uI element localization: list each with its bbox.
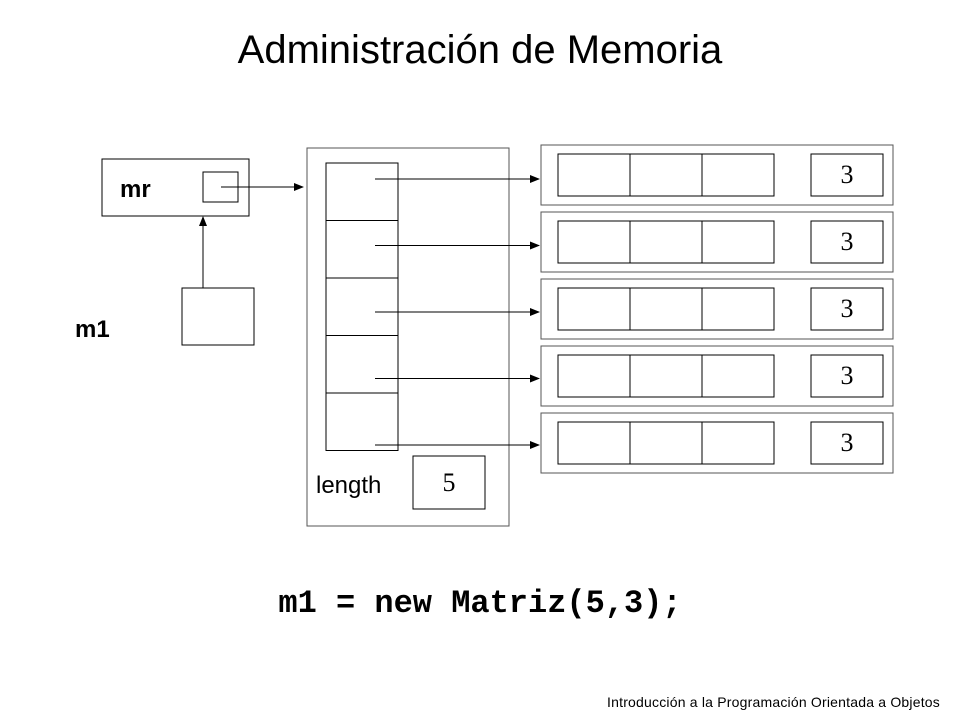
row-element-cell: [557, 421, 631, 465]
row-length-cell: [810, 287, 884, 331]
row-reference-cell: [325, 220, 399, 279]
m1-label: m1: [75, 316, 110, 343]
row-length-value: 3: [840, 361, 854, 390]
row-element-cell: [629, 287, 703, 331]
footer-caption: Introducción a la Programación Orientada…: [607, 694, 940, 710]
row-length-cell: [810, 354, 884, 398]
code-statement: m1 = new Matriz(5,3);: [278, 585, 682, 622]
mr-label: mr: [120, 176, 151, 203]
row-length-cell: [810, 421, 884, 465]
length-label: length: [316, 472, 382, 499]
row-reference-cell: [325, 277, 399, 336]
length-value: 5: [442, 467, 456, 497]
row-element-cell: [701, 287, 775, 331]
row-element-cell: [557, 287, 631, 331]
row-element-cell: [629, 220, 703, 264]
row-element-cell: [701, 220, 775, 264]
row-length-value: 3: [840, 160, 854, 189]
row-reference-cell: [325, 335, 399, 394]
row-element-cell: [701, 153, 775, 197]
row-length-value: 3: [840, 294, 854, 323]
m1-reference-cell: [181, 287, 255, 346]
row-length-value: 3: [840, 227, 854, 256]
length-cell: [412, 455, 486, 510]
row-element-cell: [557, 153, 631, 197]
page-title: Administración de Memoria: [237, 28, 723, 72]
row-reference-cell: [325, 162, 399, 221]
row-length-value: 3: [840, 428, 854, 457]
row-element-cell: [629, 153, 703, 197]
row-length-cell: [810, 220, 884, 264]
row-reference-cell: [325, 392, 399, 451]
row-element-cell: [629, 354, 703, 398]
row-reference-cells: [325, 162, 399, 451]
row-element-cell: [557, 220, 631, 264]
row-objects: [375, 144, 894, 474]
row-element-cell: [701, 421, 775, 465]
row-element-cell: [557, 354, 631, 398]
row-element-cell: [629, 421, 703, 465]
row-length-cell: [810, 153, 884, 197]
row-element-cell: [701, 354, 775, 398]
